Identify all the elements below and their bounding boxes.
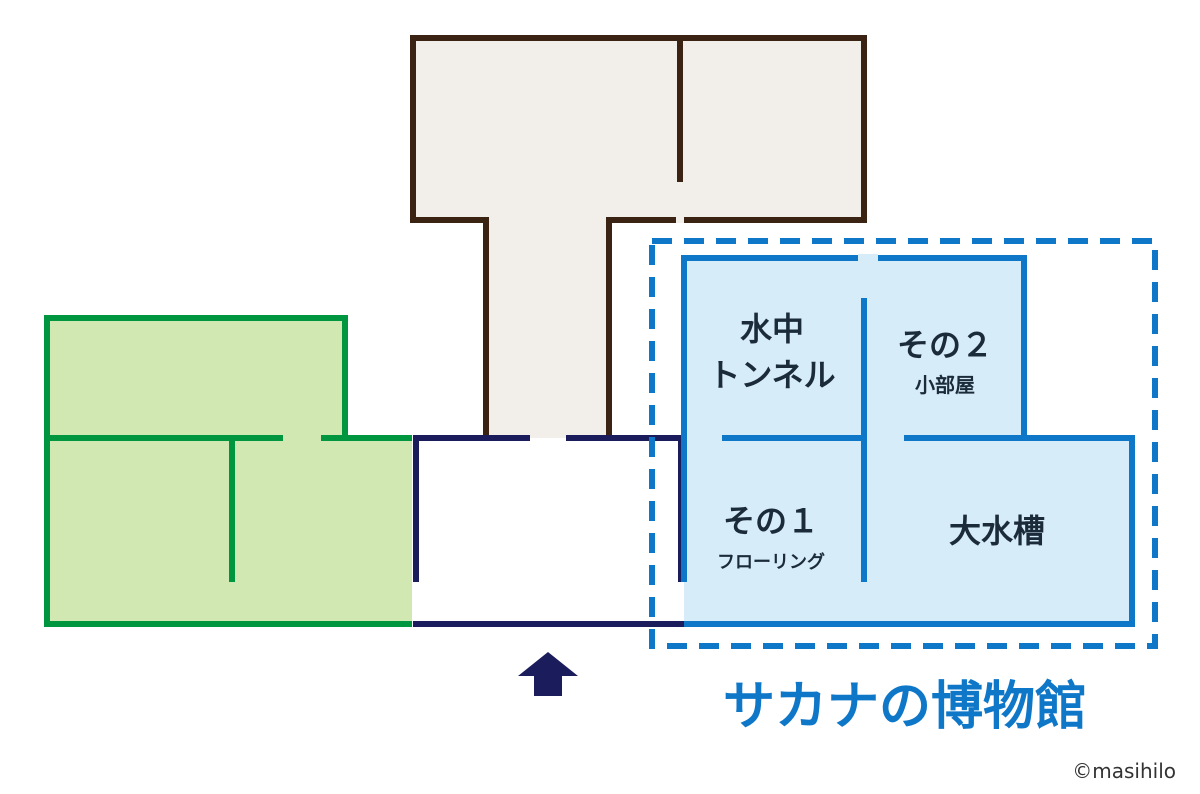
green-room-upper-fill — [47, 318, 345, 438]
room2-sublabel: 小部屋 — [915, 373, 975, 397]
museum-name: サカナの博物館 — [723, 677, 1087, 737]
room1-sublabel: フローリング — [717, 551, 825, 573]
credit-text: ©masihilo — [1072, 759, 1176, 783]
brown-wing — [410, 35, 867, 438]
brown-wing-outer-wall — [410, 35, 867, 438]
blue-lower-fill — [684, 438, 1132, 624]
tunnel-label-line2: トンネル — [708, 356, 835, 394]
room1-label: その１ — [723, 502, 819, 540]
museum-boundary-dashed — [649, 238, 1158, 649]
blue-wing — [681, 254, 1135, 627]
blue-upper-fill — [684, 258, 1024, 438]
room2-label: その２ — [897, 326, 993, 364]
brown-corridor-fill — [486, 220, 609, 438]
brown-upper-hall-fill — [413, 38, 864, 220]
green-wing — [44, 315, 412, 627]
up-arrow-icon — [518, 652, 578, 696]
tank-label: 大水槽 — [949, 512, 1045, 550]
navy-lobby — [413, 435, 684, 627]
lobby-fill — [413, 438, 684, 624]
tunnel-label-line1: 水中 — [740, 310, 804, 348]
